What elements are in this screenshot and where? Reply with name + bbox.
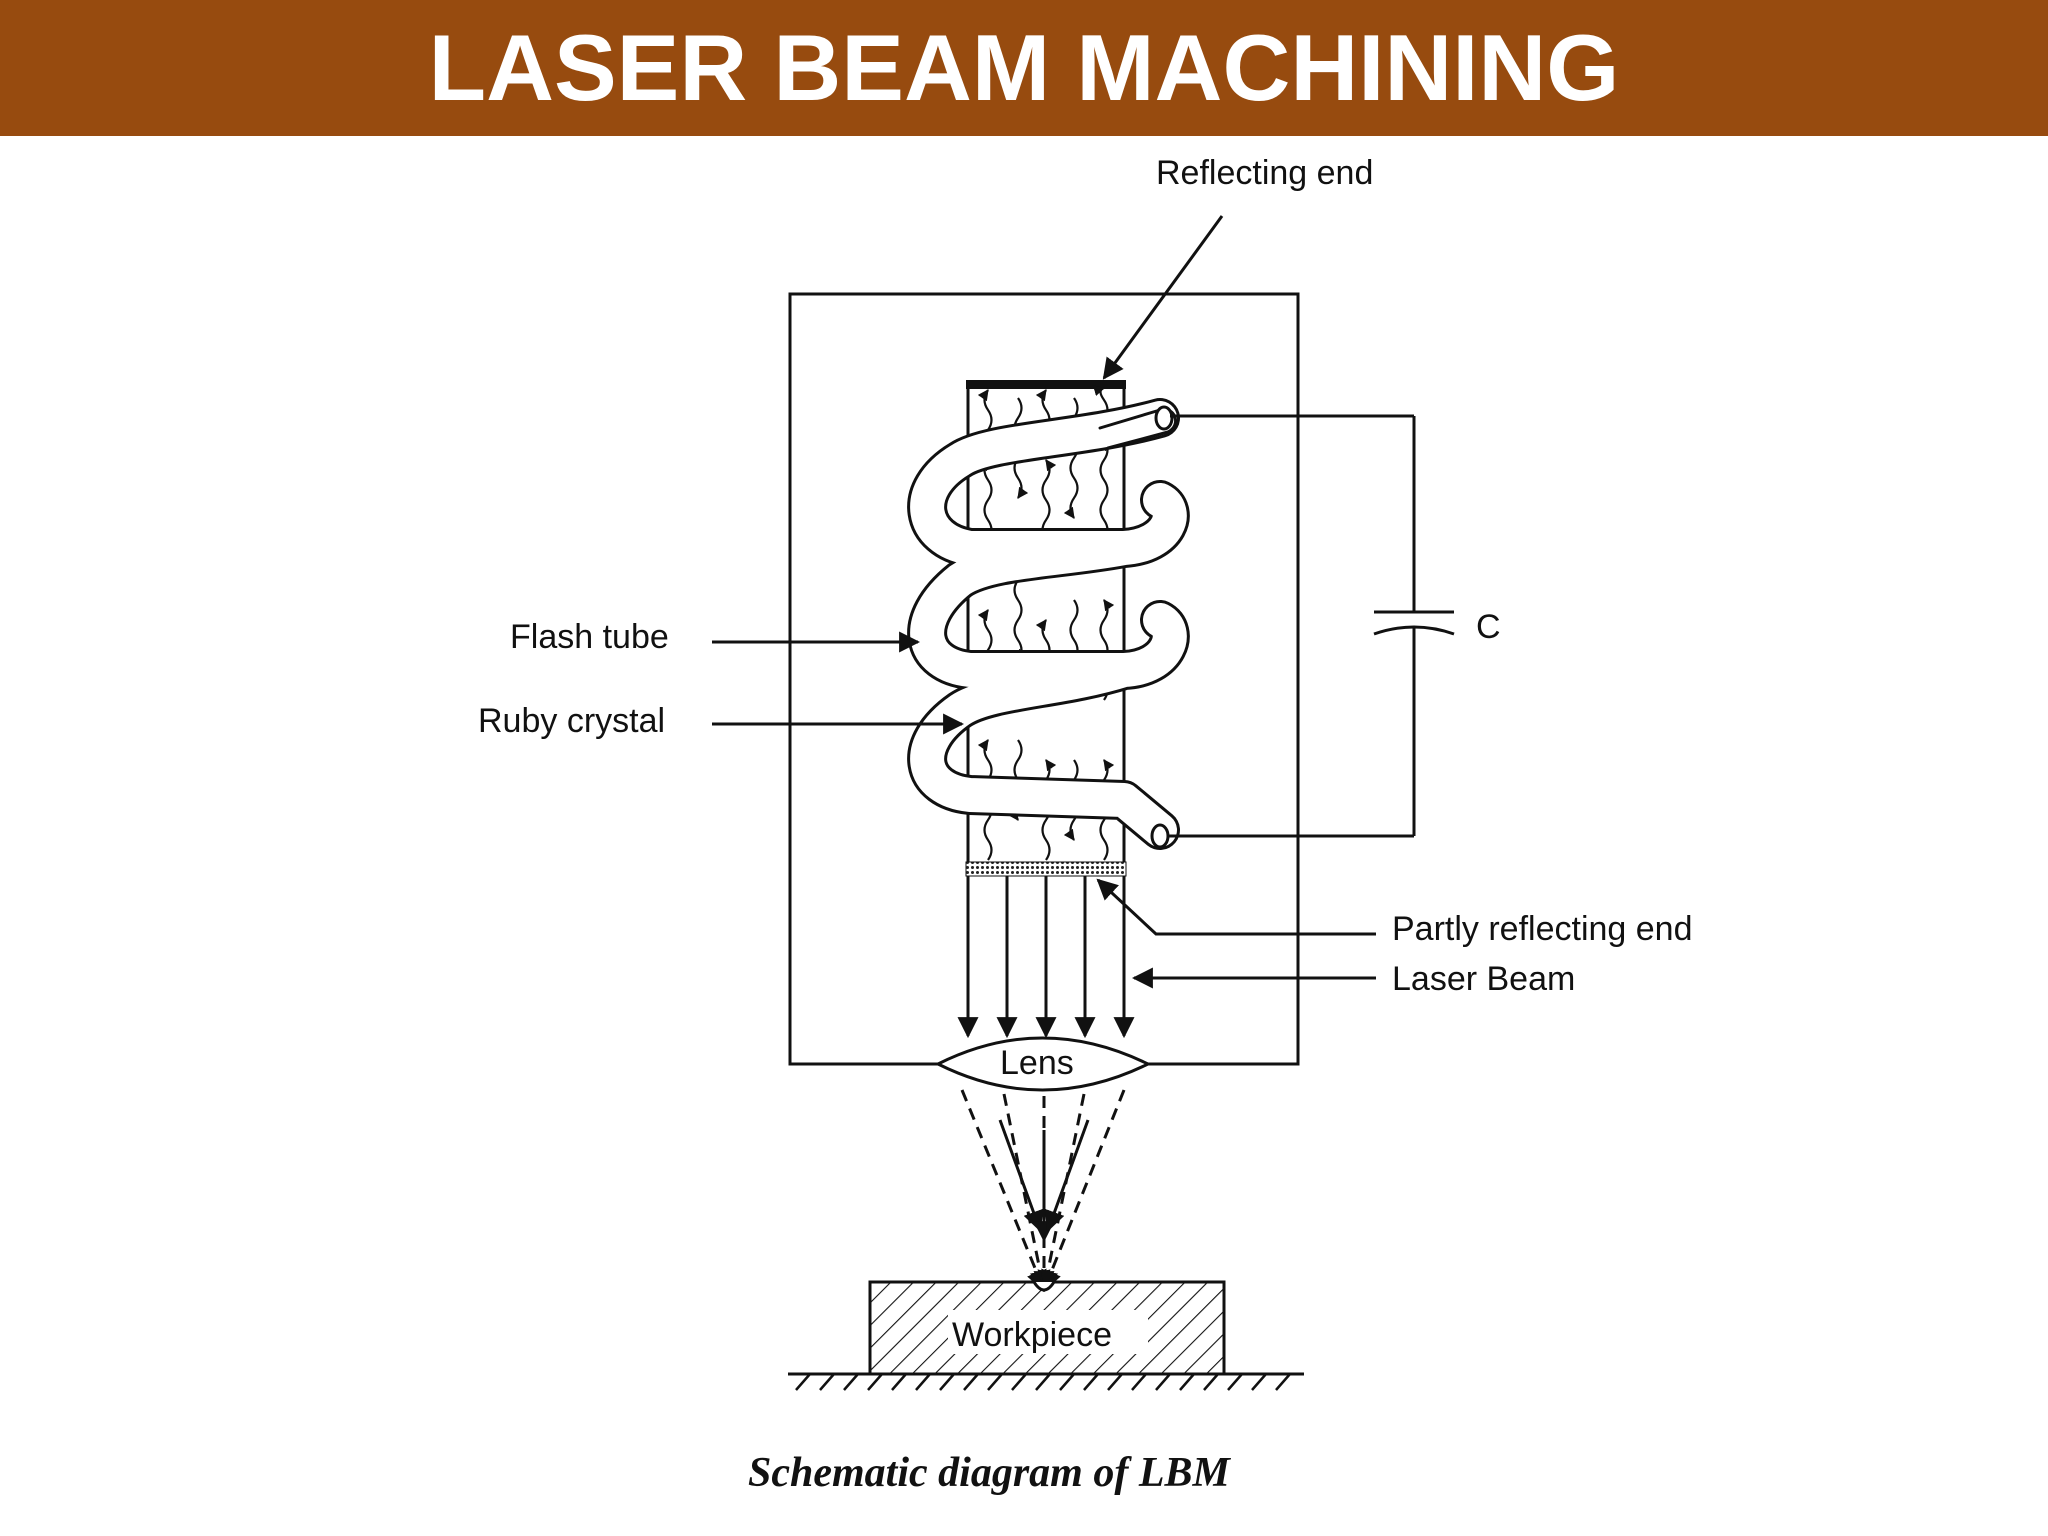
- ground: [788, 1372, 1304, 1391]
- leader-lines: [712, 215, 1376, 989]
- title-bar: LASER BEAM MACHINING: [0, 0, 2048, 136]
- label-ruby-crystal: Ruby crystal: [478, 702, 665, 740]
- flash-tube: [907, 398, 1190, 850]
- label-laser-beam: Laser Beam: [1392, 960, 1575, 998]
- converging-beams: [960, 1089, 1126, 1293]
- diagram-caption: Schematic diagram of LBM: [748, 1450, 1231, 1496]
- label-lens: Lens: [1000, 1044, 1074, 1082]
- label-partly-reflecting-end: Partly reflecting end: [1392, 910, 1693, 948]
- laser-beam-lines: [957, 876, 1135, 1039]
- workpiece: [868, 1280, 1226, 1376]
- converging-beams-solid: [998, 1119, 1090, 1243]
- lens: [934, 1036, 1152, 1092]
- label-flash-tube: Flash tube: [510, 618, 669, 656]
- label-reflecting-end: Reflecting end: [1156, 154, 1373, 192]
- label-capacitor: C: [1476, 608, 1501, 646]
- housing-box: [788, 292, 1300, 1066]
- partly-reflecting-end-mirror: [965, 861, 1127, 877]
- slide-title: LASER BEAM MACHINING: [428, 15, 1620, 120]
- label-workpiece: Workpiece: [952, 1316, 1112, 1354]
- reflecting-end-mirror: [966, 380, 1126, 389]
- capacitor-circuit: [1168, 414, 1455, 838]
